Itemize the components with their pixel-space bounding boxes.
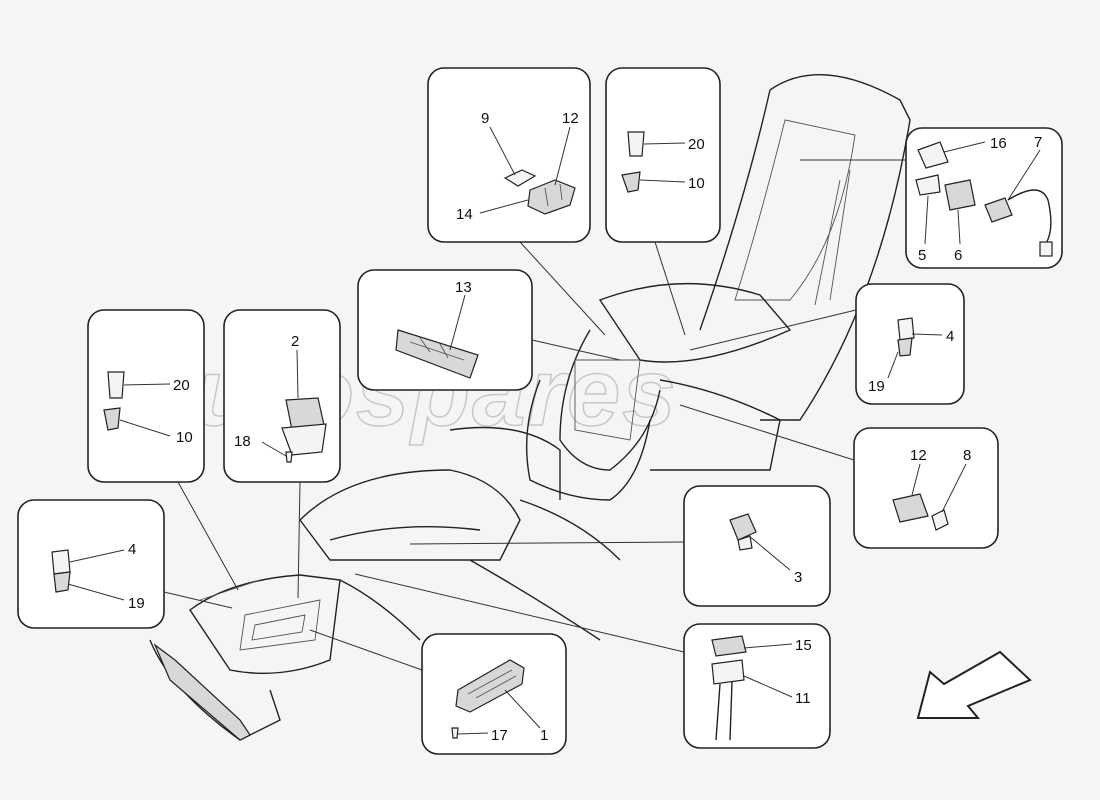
leader-lines [163, 159, 906, 671]
callout-20: 20 [173, 377, 190, 394]
callout-16: 16 [990, 135, 1007, 152]
callout-13: 13 [455, 279, 472, 296]
callout-12: 12 [562, 110, 579, 127]
callout-7: 7 [1034, 134, 1042, 151]
callout-11: 11 [795, 690, 811, 707]
callout-10: 10 [176, 429, 193, 446]
callout-19: 19 [868, 378, 885, 395]
callout-4: 4 [128, 541, 136, 558]
callout-20: 20 [688, 136, 705, 153]
detail-box-rear-usb-module: 15 11 [683, 623, 831, 749]
callout-15: 15 [795, 637, 812, 654]
detail-box-front-switch: 2 18 [223, 309, 341, 483]
callout-14: 14 [456, 206, 473, 223]
detail-box-clip-and-fastener: 12 8 [853, 427, 999, 549]
callout-8: 8 [963, 447, 971, 464]
callout-1: 1 [540, 727, 548, 744]
detail-box-front-usb-socket: 20 10 [87, 309, 205, 483]
front-direction-arrow-icon [916, 650, 1032, 719]
detail-box-armrest-components: 16 7 5 6 [905, 127, 1063, 269]
callout-10: 10 [688, 175, 705, 192]
callout-12: 12 [910, 447, 927, 464]
callout-18: 18 [234, 433, 251, 450]
callout-6: 6 [954, 247, 962, 264]
detail-box-lighter-socket: 3 [683, 485, 831, 607]
detail-box-rear-light-right: 4 19 [855, 283, 965, 405]
detail-box-rear-control-panel: 13 [357, 269, 533, 391]
callout-4: 4 [946, 328, 954, 345]
detail-box-rear-usb-socket: 20 10 [605, 67, 721, 243]
callout-3: 3 [794, 569, 802, 586]
detail-box-front-control-panel: 1 17 [421, 633, 567, 755]
callout-17: 17 [491, 727, 508, 744]
callout-5: 5 [918, 247, 926, 264]
center-console-drawing [149, 74, 911, 741]
callout-2: 2 [291, 333, 299, 350]
callout-9: 9 [481, 110, 489, 127]
detail-box-rear-switch-panel: 9 12 14 [427, 67, 591, 243]
detail-box-front-light-left: 4 19 [17, 499, 165, 629]
callout-19: 19 [128, 595, 145, 612]
